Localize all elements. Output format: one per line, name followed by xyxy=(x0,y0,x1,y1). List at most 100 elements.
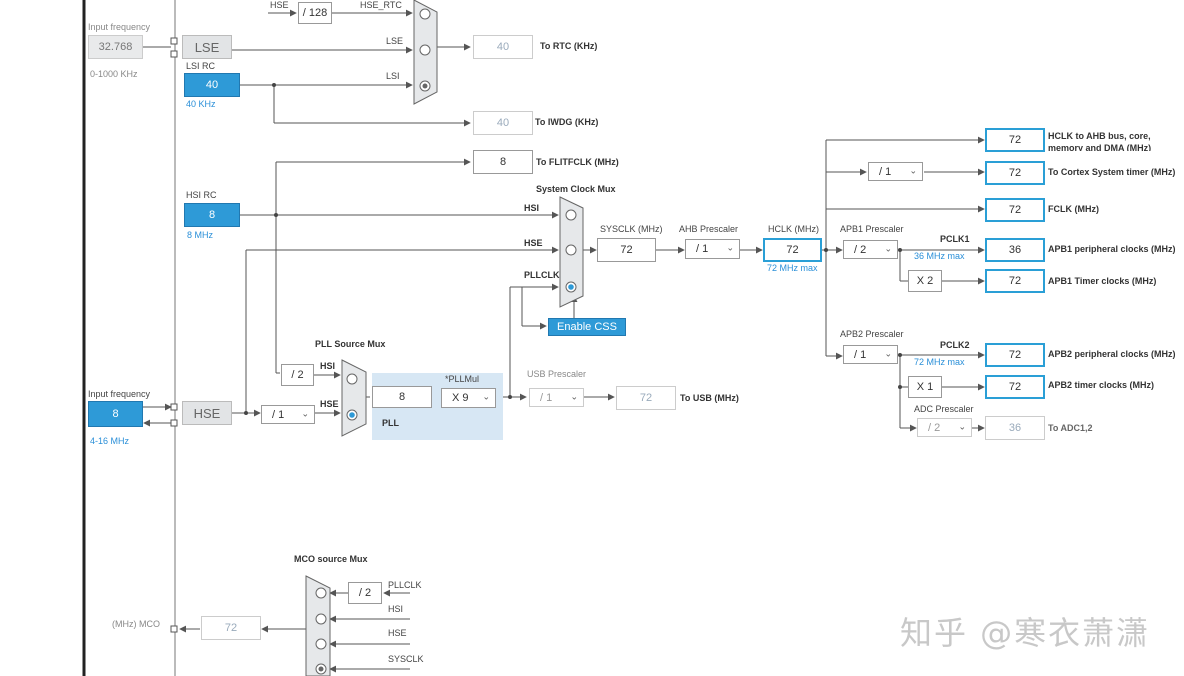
hse-oscillator[interactable]: HSE xyxy=(182,401,232,425)
hclk-label: HCLK (MHz) xyxy=(768,224,819,234)
apb1-prescaler-label: APB1 Prescaler xyxy=(840,224,904,234)
lse-range: 0-1000 KHz xyxy=(90,69,138,79)
hse-rtc-label: HSE_RTC xyxy=(360,0,402,10)
mco-output: 72 xyxy=(201,616,261,640)
adc-prescaler-select[interactable]: / 2 ⌄ xyxy=(917,418,972,437)
hclk-ahb-output[interactable]: 72 xyxy=(985,128,1045,152)
pclk1-label: PCLK1 xyxy=(940,234,970,244)
hse-input-label: Input frequency xyxy=(88,389,151,399)
cortex-timer-output[interactable]: 72 xyxy=(985,161,1045,185)
sysclk-label: SYSCLK (MHz) xyxy=(600,224,663,234)
ahb-prescaler-value: / 1 xyxy=(696,243,709,255)
apb2-prescaler-label: APB2 Prescaler xyxy=(840,329,904,339)
mco-pllclk-label: PLLCLK xyxy=(388,580,422,590)
hse-range: 4-16 MHz xyxy=(90,436,130,446)
adc-prescaler-value: / 2 xyxy=(928,421,941,434)
lse-input-label: Input frequency xyxy=(88,22,151,32)
chevron-down-icon: ⌄ xyxy=(482,391,490,402)
usb-output-label: To USB (MHz) xyxy=(680,393,739,403)
usb-output: 72 xyxy=(616,386,676,410)
mco-hsi-label: HSI xyxy=(388,604,404,614)
pll-name: PLL xyxy=(382,418,399,428)
adc-output: 36 xyxy=(985,416,1045,440)
lse-oscillator[interactable]: LSE xyxy=(182,35,232,59)
iwdg-output: 40 xyxy=(473,111,533,135)
cortex-divider-value: / 1 xyxy=(879,165,892,178)
rtc-lsi-label: LSI xyxy=(386,71,400,81)
hclk-max: 72 MHz max xyxy=(767,263,818,273)
fclk-output[interactable]: 72 xyxy=(985,198,1045,222)
lsi-value[interactable]: 40 xyxy=(184,73,240,97)
apb1-prescaler-select[interactable]: / 2 ⌄ xyxy=(843,240,898,259)
enable-css-button[interactable]: Enable CSS xyxy=(548,318,626,336)
iwdg-output-label: To IWDG (KHz) xyxy=(535,117,599,127)
chevron-down-icon: ⌄ xyxy=(958,420,966,431)
usb-prescaler-select[interactable]: / 1 ⌄ xyxy=(529,388,584,407)
pll-source-mux xyxy=(341,359,367,437)
rtc-output-label: To RTC (KHz) xyxy=(540,41,598,51)
sysclk-value: 72 xyxy=(597,238,656,262)
apb1-timer-multiplier: X 2 xyxy=(908,270,942,292)
chevron-down-icon: ⌄ xyxy=(884,242,892,253)
sysmux-hse-label: HSE xyxy=(524,238,543,248)
flitf-output-label: To FLITFCLK (MHz) xyxy=(536,157,619,167)
apb2-prescaler-select[interactable]: / 1 ⌄ xyxy=(843,345,898,364)
lsi-freq: 40 KHz xyxy=(186,99,216,109)
pll-input-value: 8 xyxy=(372,386,432,408)
hclk-value-field[interactable]: 72 xyxy=(763,238,822,262)
apb2-timer-output[interactable]: 72 xyxy=(985,375,1045,399)
chevron-down-icon: ⌄ xyxy=(570,390,578,401)
chevron-down-icon: ⌄ xyxy=(301,407,309,418)
sysmux-pllclk-label: PLLCLK xyxy=(524,270,560,280)
apb1-peripheral-label: APB1 peripheral clocks (MHz) xyxy=(1048,244,1176,254)
hse-input-field[interactable]: 8 xyxy=(88,401,143,427)
chevron-down-icon: ⌄ xyxy=(909,164,917,175)
fclk-label: FCLK (MHz) xyxy=(1048,204,1099,214)
mco-pll-div2: / 2 xyxy=(348,582,382,604)
mco-sysclk-label: SYSCLK xyxy=(388,654,424,664)
pll-mux-hsi-label: HSI xyxy=(320,361,336,371)
mco-source-mux xyxy=(305,575,331,676)
pllmul-label: *PLLMul xyxy=(445,374,480,384)
hsi-title: HSI RC xyxy=(186,190,217,200)
apb2-prescaler-value: / 1 xyxy=(854,348,867,361)
apb2-timer-multiplier: X 1 xyxy=(908,376,942,398)
apb1-timer-output[interactable]: 72 xyxy=(985,269,1045,293)
apb2-peripheral-label: APB2 peripheral clocks (MHz) xyxy=(1048,349,1176,359)
pllmul-value: X 9 xyxy=(452,392,469,404)
rtc-hse-label: HSE xyxy=(270,0,289,10)
adc-output-label: To ADC1,2 xyxy=(1048,423,1093,433)
usb-prescaler-label: USB Prescaler xyxy=(527,369,587,379)
lse-input-field[interactable]: 32.768 xyxy=(88,35,143,59)
lsi-title: LSI RC xyxy=(186,61,216,71)
hse-prediv-select[interactable]: / 1 ⌄ xyxy=(261,405,315,424)
chevron-down-icon: ⌄ xyxy=(726,242,734,253)
ahb-prescaler-label: AHB Prescaler xyxy=(679,224,739,234)
apb2-peripheral-output[interactable]: 72 xyxy=(985,343,1045,367)
hse-prediv-value: / 1 xyxy=(272,408,285,421)
apb2-timer-label: APB2 timer clocks (MHz) xyxy=(1048,380,1155,390)
cortex-timer-label: To Cortex System timer (MHz) xyxy=(1048,167,1176,177)
chevron-down-icon: ⌄ xyxy=(884,347,892,358)
pll-mux-hse-label: HSE xyxy=(320,399,339,409)
pll-source-mux-title: PLL Source Mux xyxy=(315,339,386,349)
apb1-peripheral-output[interactable]: 36 xyxy=(985,238,1045,262)
hsi-freq: 8 MHz xyxy=(187,230,214,240)
sysmux-hsi-label: HSI xyxy=(524,203,540,213)
hclk-ahb-label: HCLK to AHB bus, core, xyxy=(1048,131,1151,141)
cortex-timer-divider-select[interactable]: / 1 ⌄ xyxy=(868,162,923,181)
pclk1-max: 36 MHz max xyxy=(914,251,965,261)
hsi-div2: / 2 xyxy=(281,364,314,386)
pllmul-select[interactable]: X 9 ⌄ xyxy=(441,388,496,408)
usb-prescaler-value: / 1 xyxy=(540,391,553,404)
pclk2-max: 72 MHz max xyxy=(914,357,965,367)
ahb-prescaler-select[interactable]: / 1 ⌄ xyxy=(685,239,740,259)
apb1-prescaler-value: / 2 xyxy=(854,243,867,256)
mco-source-mux-title: MCO source Mux xyxy=(294,554,368,564)
flitf-output: 8 xyxy=(473,150,533,174)
mco-label: (MHz) MCO xyxy=(112,619,160,629)
hsi-value[interactable]: 8 xyxy=(184,203,240,227)
sysmux-title: System Clock Mux xyxy=(536,184,616,194)
watermark: 知乎 @寒衣萧潇 xyxy=(900,614,1151,652)
